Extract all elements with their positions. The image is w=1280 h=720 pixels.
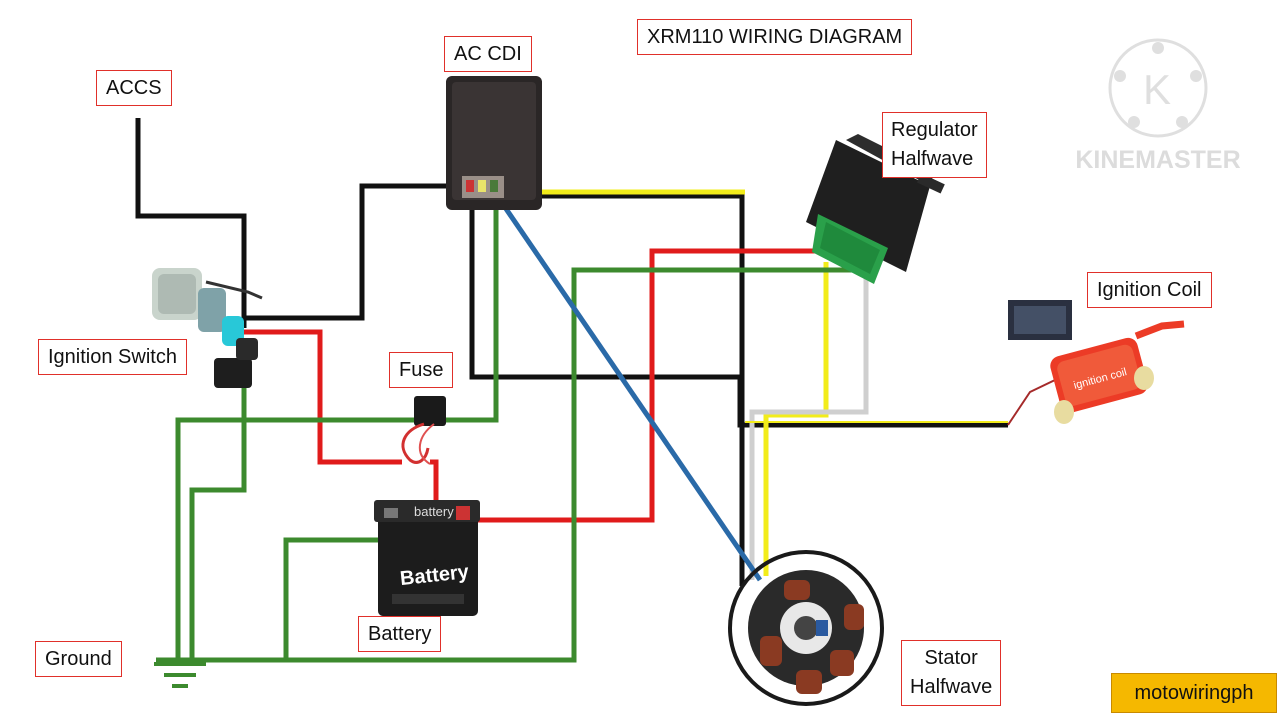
wire-switch-cdi-black <box>246 183 470 321</box>
kinemaster-watermark-text: KINEMASTER <box>1075 146 1241 174</box>
wire-red-switch-fuse <box>244 329 402 465</box>
ignition-coil-label: Ignition Coil <box>1087 272 1212 308</box>
wire-cdi-stator-black <box>498 193 745 586</box>
wire-coil-lead <box>1007 379 1056 426</box>
fuse-unit <box>401 396 446 465</box>
ground-symbol <box>154 662 206 688</box>
wire-blue-cdi-stator <box>497 198 763 582</box>
credit-badge: motowiringph <box>1111 673 1277 713</box>
battery-unit: battery Battery <box>374 500 480 616</box>
ignition-switch-label: Ignition Switch <box>38 339 187 375</box>
ignition-coil-unit: ignition coil <box>1008 300 1185 424</box>
accs-label: ACCS <box>96 70 172 106</box>
wire-regulator-white <box>749 266 869 580</box>
wire-accs-black <box>135 118 247 328</box>
kinemaster-logo-letter: K <box>1143 66 1171 113</box>
cdi-unit <box>446 76 542 210</box>
wire-green-switch <box>189 340 247 662</box>
stator-label: Stator Halfwave <box>901 640 1002 706</box>
stator-label-line1: Stator <box>924 647 978 669</box>
wire-green-cdi <box>175 190 499 662</box>
regulator-label: Regulator Halfwave <box>882 112 987 178</box>
wire-red-battery-regulator <box>464 248 826 523</box>
ignition-switch-unit <box>152 268 263 388</box>
kinemaster-logo: K <box>1108 38 1208 138</box>
stator-unit <box>728 550 884 706</box>
ground-label: Ground <box>35 641 122 677</box>
fuse-label: Fuse <box>389 352 454 388</box>
regulator-label-line1: Regulator <box>891 119 978 141</box>
wire-regulator-yellow <box>763 262 829 576</box>
battery-label: Battery <box>358 616 442 652</box>
title-label: XRM110 WIRING DIAGRAM <box>637 19 913 55</box>
ac-cdi-label: AC CDI <box>444 36 532 72</box>
battery-top-text: battery <box>414 504 454 519</box>
regulator-label-line2: Halfwave <box>891 148 974 170</box>
stator-label-line2: Halfwave <box>910 676 993 698</box>
